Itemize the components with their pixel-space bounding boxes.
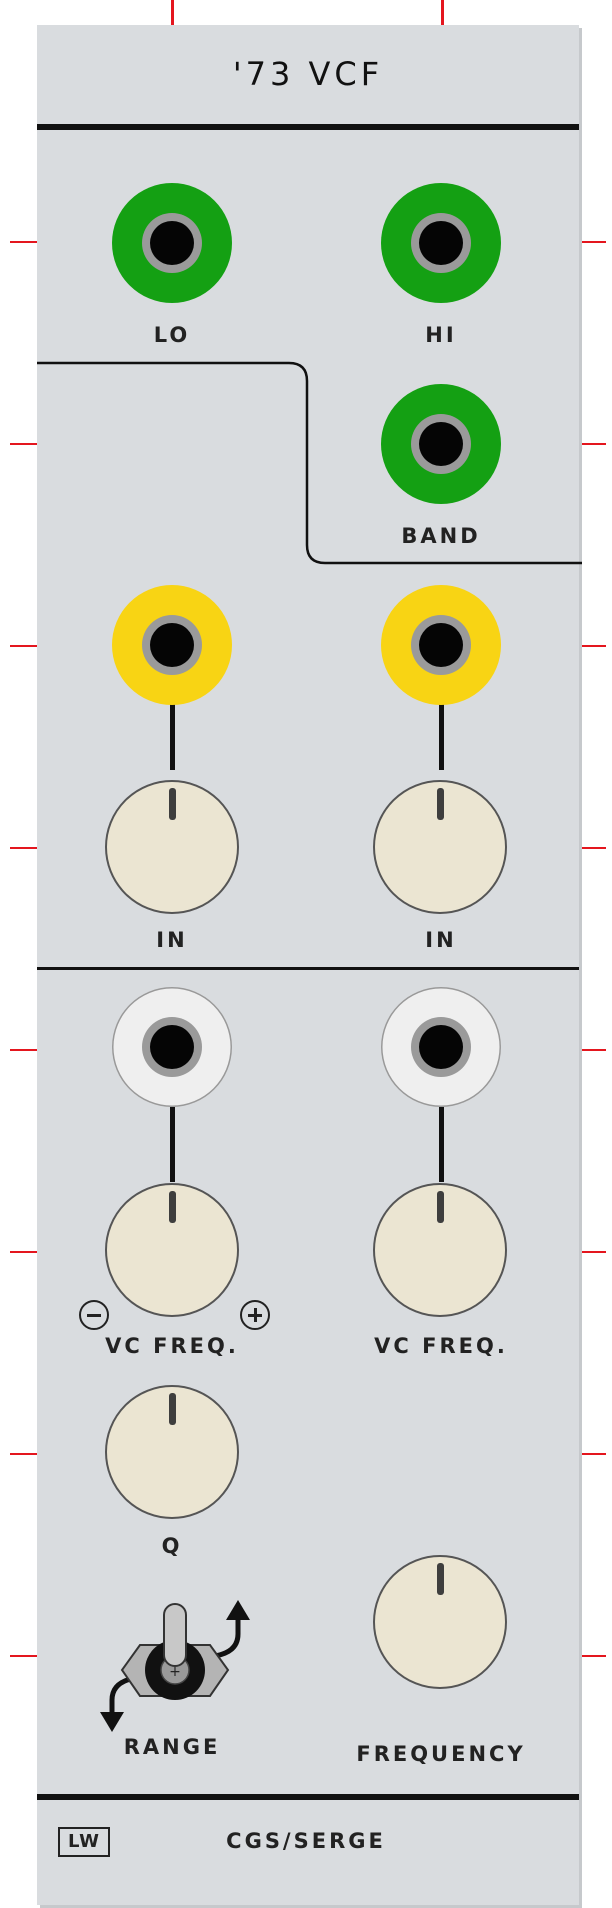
band-output-jack[interactable]: [381, 384, 501, 504]
frequency-label: FREQUENCY: [356, 1742, 526, 1766]
hi-label: HI: [425, 323, 457, 347]
rail-tick-top-left: [171, 0, 174, 25]
svg-text:+: +: [169, 1664, 181, 1680]
range-label: RANGE: [123, 1735, 221, 1759]
vcfreq2-label: VC FREQ.: [374, 1334, 508, 1358]
side-tick: [10, 847, 37, 849]
hi-output-jack[interactable]: [381, 183, 501, 303]
in2-label: IN: [425, 928, 457, 952]
vcfreq1-label: VC FREQ.: [105, 1334, 239, 1358]
in2-level-knob[interactable]: [373, 780, 507, 914]
footer-divider: [37, 1794, 579, 1800]
vcfreq2-cv-jack[interactable]: [381, 987, 501, 1107]
side-tick: [579, 847, 606, 849]
plus-icon: [240, 1300, 270, 1330]
side-tick: [579, 1655, 606, 1657]
side-tick: [579, 1453, 606, 1455]
band-label: BAND: [401, 524, 481, 548]
in1-label: IN: [156, 928, 188, 952]
in1-connector-line: [170, 640, 175, 770]
input-section-divider: [37, 967, 579, 970]
side-tick: [10, 443, 37, 445]
side-tick: [10, 1251, 37, 1253]
vcfreq1-connector-line: [170, 1042, 175, 1182]
vcfreq1-attenuverter-knob[interactable]: [105, 1183, 239, 1317]
in2-input-jack[interactable]: [381, 585, 501, 705]
lw-logo: LW: [58, 1827, 110, 1857]
brand-label: CGS/SERGE: [226, 1829, 386, 1853]
vcfreq1-cv-jack[interactable]: [112, 987, 232, 1107]
module-title: '73 VCF: [232, 55, 384, 93]
q-knob[interactable]: [105, 1385, 239, 1519]
side-tick: [579, 1251, 606, 1253]
frequency-knob[interactable]: [373, 1555, 507, 1689]
in2-connector-line: [439, 640, 444, 770]
minus-icon: [79, 1300, 109, 1330]
rail-tick-top-right: [441, 0, 444, 25]
side-tick: [10, 1655, 37, 1657]
q-label: Q: [161, 1534, 183, 1558]
side-tick: [10, 1049, 37, 1051]
side-tick: [579, 1049, 606, 1051]
vcfreq2-attenuator-knob[interactable]: [373, 1183, 507, 1317]
title-divider: [37, 124, 579, 130]
lo-output-jack[interactable]: [112, 183, 232, 303]
in1-input-jack[interactable]: [112, 585, 232, 705]
side-tick: [10, 645, 37, 647]
range-toggle-switch[interactable]: +: [90, 1590, 260, 1740]
vcfreq2-connector-line: [439, 1042, 444, 1182]
lo-label: LO: [153, 323, 191, 347]
side-tick: [579, 645, 606, 647]
side-tick: [579, 443, 606, 445]
side-tick: [10, 241, 37, 243]
side-tick: [579, 241, 606, 243]
side-tick: [10, 1453, 37, 1455]
in1-level-knob[interactable]: [105, 780, 239, 914]
output-section-outline: [37, 361, 582, 565]
curved-arrow-icon: [214, 1614, 241, 1659]
